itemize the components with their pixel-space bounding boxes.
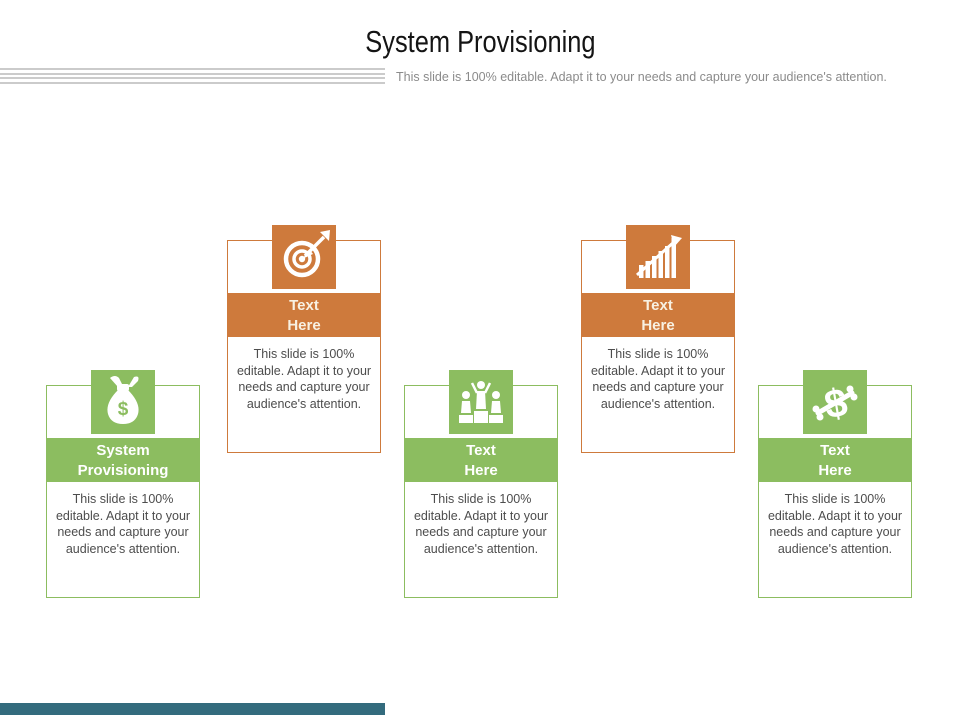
card-body-text: This slide is 100% editable. Adapt it to… [590,347,726,411]
card-body-text: This slide is 100% editable. Adapt it to… [413,492,549,556]
money-bag-icon: $ [91,370,155,434]
target-arrow-icon [272,225,336,289]
card-text-here-4: $ Text Here This slide is 100% editable.… [758,370,912,598]
decorative-line [0,68,385,70]
svg-text:$: $ [118,399,129,420]
card-body-text: This slide is 100% editable. Adapt it to… [55,492,191,556]
winners-podium-icon [449,370,513,434]
card-header: Text Here [227,293,381,337]
card-body-text: This slide is 100% editable. Adapt it to… [236,347,372,411]
page-title: System Provisioning [364,24,596,59]
card-text-here-2: Text Here This slide is 100% editable. A… [404,370,558,598]
card-header: Text Here [758,438,912,482]
card-body-text: This slide is 100% editable. Adapt it to… [767,492,903,556]
card-text-here-3: Text Here This slide is 100% editable. A… [581,225,735,453]
decorative-line [0,77,385,79]
card-header: Text Here [404,438,558,482]
footer-accent-bar [0,703,385,715]
card-text-here-1: Text Here This slide is 100% editable. A… [227,225,381,453]
card-header: System Provisioning [46,438,200,482]
growth-bar-chart-icon [626,225,690,289]
card-header: Text Here [581,293,735,337]
decorative-line [0,81,385,84]
slide-subtitle: This slide is 100% editable. Adapt it to… [396,70,887,84]
dollar-gavel-icon: $ [803,370,867,434]
decorative-line [0,72,385,75]
card-system-provisioning: $ System Provisioning This slide is 100%… [46,370,200,598]
